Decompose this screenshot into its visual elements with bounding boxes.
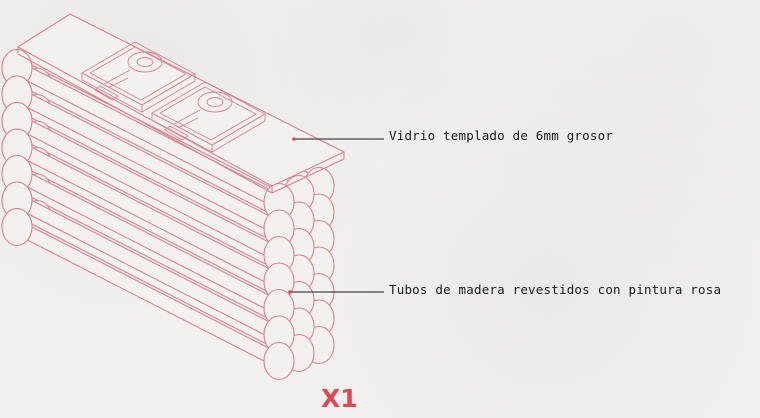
quantity-label: X1 bbox=[321, 384, 358, 413]
tube-end bbox=[263, 341, 295, 381]
tubes-callout-label: Tubos de madera revestidos con pintura r… bbox=[389, 282, 722, 297]
glass-plate bbox=[17, 13, 345, 194]
tube-back-end bbox=[1, 207, 33, 247]
hard-drive-1 bbox=[81, 41, 196, 113]
callout-tubes bbox=[288, 290, 384, 294]
callout-glass bbox=[292, 137, 384, 141]
glass-callout-label: Vidrio templado de 6mm grosor bbox=[389, 128, 614, 143]
hard-drive-2 bbox=[151, 81, 266, 153]
